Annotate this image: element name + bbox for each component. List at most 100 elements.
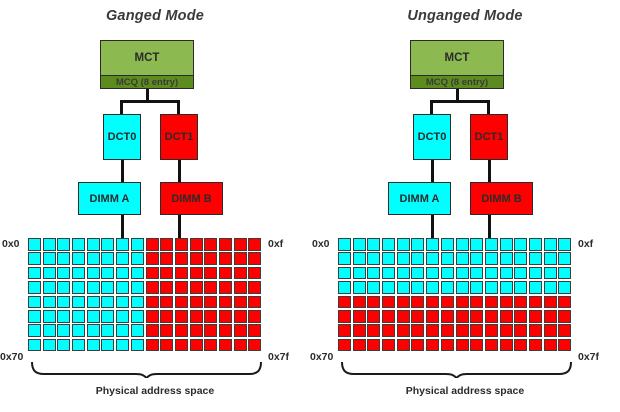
address-cell bbox=[396, 238, 410, 251]
address-cell bbox=[426, 238, 440, 251]
address-cell bbox=[160, 324, 174, 337]
address-cell bbox=[101, 295, 115, 309]
address-cell bbox=[248, 281, 262, 294]
address-cell bbox=[101, 324, 115, 337]
address-cell bbox=[514, 266, 528, 280]
address-cell bbox=[528, 338, 542, 352]
connector-mct-bus bbox=[120, 100, 180, 103]
address-cell bbox=[426, 309, 440, 323]
dimm-a-block[interactable]: DIMM A bbox=[78, 182, 141, 215]
address-cell bbox=[28, 309, 41, 323]
address-cell bbox=[145, 238, 159, 251]
address-cell bbox=[426, 281, 440, 294]
address-cell bbox=[42, 324, 56, 337]
address-cell bbox=[411, 252, 425, 265]
address-cell bbox=[499, 266, 513, 280]
address-cell bbox=[543, 266, 557, 280]
address-cell bbox=[440, 252, 454, 265]
address-cell bbox=[470, 281, 484, 294]
mct-block[interactable]: MCT MCQ (8 entry) bbox=[100, 40, 194, 89]
address-cell bbox=[352, 266, 366, 280]
connector-mct-bus bbox=[430, 100, 490, 103]
dct0-block[interactable]: DCT0 bbox=[103, 114, 141, 160]
connector-dimm-a-to-grid bbox=[430, 213, 434, 245]
connector-mct-to-dct1 bbox=[487, 100, 490, 116]
address-cell bbox=[145, 338, 159, 352]
address-cell bbox=[558, 295, 572, 309]
address-cell bbox=[42, 281, 56, 294]
address-cell bbox=[233, 252, 247, 265]
address-cell bbox=[338, 238, 351, 251]
dimm-a-block[interactable]: DIMM A bbox=[388, 182, 451, 215]
address-cell bbox=[558, 309, 572, 323]
address-cell bbox=[543, 324, 557, 337]
address-cell bbox=[440, 309, 454, 323]
address-cell bbox=[440, 238, 454, 251]
address-cell bbox=[367, 338, 381, 352]
address-cell bbox=[72, 266, 86, 280]
address-label-bottom-right: 0x7f bbox=[268, 351, 290, 363]
address-cell bbox=[233, 295, 247, 309]
address-cell bbox=[411, 238, 425, 251]
address-cell bbox=[367, 266, 381, 280]
address-cell bbox=[338, 281, 351, 294]
address-cell bbox=[204, 338, 218, 352]
address-cell bbox=[57, 295, 71, 309]
address-cell bbox=[101, 266, 115, 280]
connector-dimm-b-to-grid bbox=[177, 213, 181, 245]
address-cell bbox=[145, 252, 159, 265]
mct-label: MCT bbox=[134, 52, 160, 64]
address-cell bbox=[233, 238, 247, 251]
address-cell bbox=[233, 338, 247, 352]
dimm-b-block[interactable]: DIMM B bbox=[160, 182, 223, 215]
address-cell bbox=[484, 295, 498, 309]
address-cell bbox=[189, 252, 203, 265]
dimm-b-block[interactable]: DIMM B bbox=[470, 182, 533, 215]
address-cell bbox=[484, 281, 498, 294]
address-cell bbox=[543, 309, 557, 323]
mct-block[interactable]: MCT MCQ (8 entry) bbox=[410, 40, 504, 89]
address-cell bbox=[514, 295, 528, 309]
address-cell bbox=[28, 281, 41, 294]
address-cell bbox=[248, 252, 262, 265]
address-cell bbox=[174, 309, 188, 323]
address-cell bbox=[382, 295, 396, 309]
address-cell bbox=[233, 281, 247, 294]
address-cell bbox=[470, 238, 484, 251]
address-cell bbox=[28, 238, 41, 251]
address-cell bbox=[160, 295, 174, 309]
address-cell bbox=[86, 295, 100, 309]
mcq-queue-label: MCQ (8 entry) bbox=[101, 75, 193, 88]
address-cell bbox=[470, 324, 484, 337]
address-cell bbox=[528, 281, 542, 294]
address-cell bbox=[514, 324, 528, 337]
panel-title-unganged: Unganged Mode bbox=[407, 8, 523, 24]
address-cell bbox=[426, 338, 440, 352]
address-cell bbox=[86, 266, 100, 280]
address-cell bbox=[174, 266, 188, 280]
address-cell bbox=[382, 309, 396, 323]
address-cell bbox=[130, 252, 144, 265]
address-cell bbox=[233, 266, 247, 280]
address-cell bbox=[204, 324, 218, 337]
dct1-block[interactable]: DCT1 bbox=[160, 114, 198, 160]
address-cell bbox=[352, 252, 366, 265]
address-cell bbox=[484, 309, 498, 323]
address-cell bbox=[528, 238, 542, 251]
address-cell bbox=[116, 266, 130, 280]
address-cell bbox=[218, 309, 232, 323]
address-cell bbox=[42, 338, 56, 352]
address-cell bbox=[455, 266, 469, 280]
address-cell bbox=[160, 338, 174, 352]
address-cell bbox=[528, 266, 542, 280]
address-space-brace bbox=[340, 362, 573, 378]
address-cell bbox=[514, 252, 528, 265]
dct0-block[interactable]: DCT0 bbox=[413, 114, 451, 160]
dct1-block[interactable]: DCT1 bbox=[470, 114, 508, 160]
address-cell bbox=[411, 295, 425, 309]
address-cell bbox=[145, 281, 159, 294]
address-cell bbox=[352, 295, 366, 309]
address-label-top-left: 0x0 bbox=[2, 238, 20, 250]
connector-dct0-to-dimm-a bbox=[430, 158, 434, 184]
address-cell bbox=[86, 338, 100, 352]
